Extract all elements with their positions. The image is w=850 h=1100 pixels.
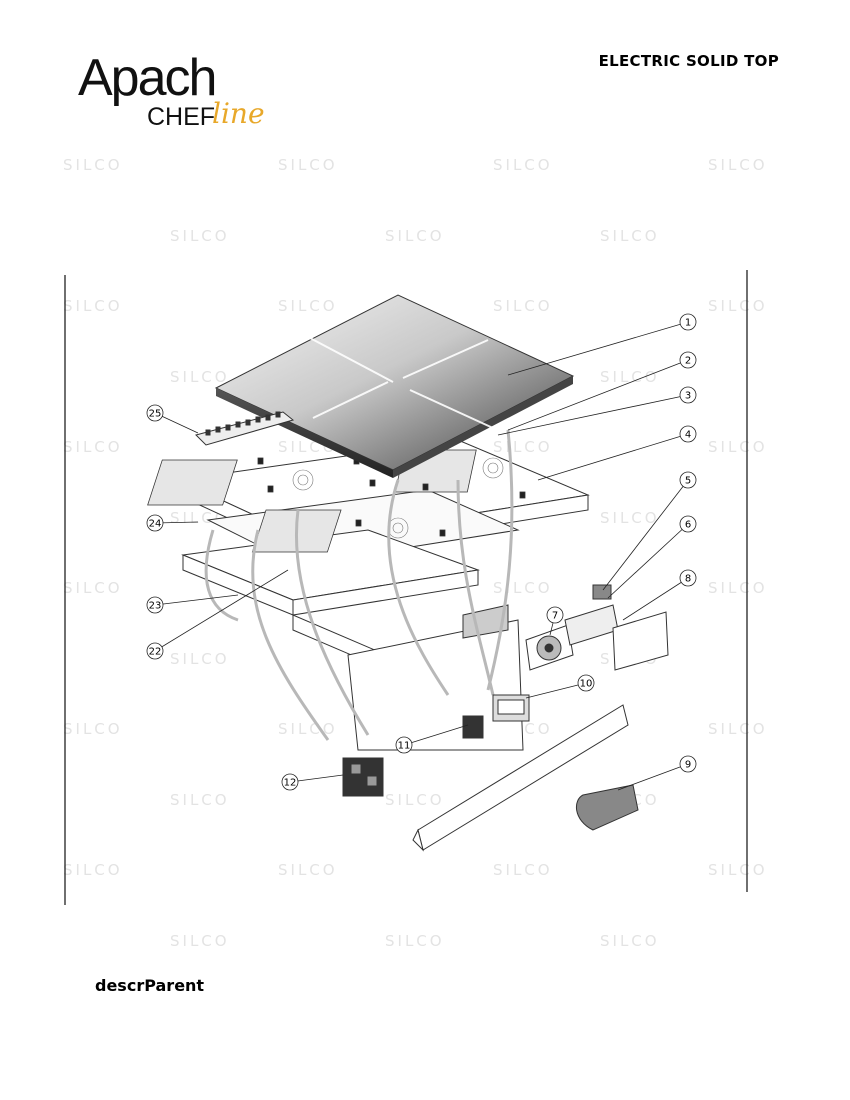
watermark-text: SILCO	[170, 367, 230, 386]
callout-leader-line	[154, 594, 239, 606]
watermark-text: SILCO	[63, 438, 123, 456]
callout-bubble	[281, 773, 299, 791]
callout-leader-line	[525, 682, 587, 699]
page-title: ELECTRIC SOLID TOP	[598, 52, 779, 70]
watermark-text: SILCO	[63, 297, 123, 315]
callout-bubble	[679, 515, 697, 533]
watermark-text: SILCO	[63, 861, 123, 879]
callout-number: 3	[685, 391, 691, 402]
watermark-text: SILCO	[600, 226, 660, 245]
callout-number: 5	[685, 476, 691, 487]
watermark-text: SILCO	[708, 861, 768, 879]
watermark-text: SILCO	[278, 720, 338, 738]
logo-sub-script: line	[212, 97, 265, 130]
watermark-text: SILCO	[278, 861, 338, 879]
brand-logo: Apach CHEF line	[78, 52, 278, 142]
watermark-text: SILCO	[493, 297, 553, 315]
callout-bubble	[146, 404, 164, 422]
callout-number: 23	[149, 601, 162, 612]
callout-number: 9	[685, 760, 691, 771]
callout-bubble	[146, 514, 164, 532]
watermark-text: SILCO	[278, 156, 338, 174]
watermark-text: SILCO	[708, 438, 768, 456]
callout-number: 12	[284, 778, 297, 789]
callout-leader-line	[507, 321, 689, 376]
callout-bubble	[679, 755, 697, 773]
watermark-text: SILCO	[708, 297, 768, 315]
watermark-text: SILCO	[708, 720, 768, 738]
callout-leader-line	[617, 763, 689, 791]
watermark-text: SILCO	[63, 579, 123, 597]
callout-number: 2	[685, 356, 691, 367]
callout-leader-line	[154, 569, 289, 652]
callout-leader-line	[622, 577, 689, 621]
callout-bubble	[679, 471, 697, 489]
watermark-text: SILCO	[600, 931, 660, 950]
callout-bubble	[146, 642, 164, 660]
callout-bubble	[679, 313, 697, 331]
watermark-text: SILCO	[708, 156, 768, 174]
callout-number: 8	[685, 574, 691, 585]
watermark-text: SILCO	[600, 508, 660, 527]
callout-bubble	[577, 674, 595, 692]
callout-leader-line	[607, 523, 689, 599]
watermark-text: SILCO	[170, 790, 230, 809]
description-parent-label: descrParent	[95, 976, 205, 995]
callout-bubble	[679, 569, 697, 587]
watermark-text: SILCO	[385, 226, 445, 245]
callout-number: 6	[685, 520, 691, 531]
watermark-text: SILCO	[708, 579, 768, 597]
watermark-text: SILCO	[170, 226, 230, 245]
callout-leader-line	[497, 394, 689, 436]
callout-number: 4	[685, 430, 691, 441]
watermark-text: SILCO	[63, 156, 123, 174]
watermark-text: SILCO	[493, 156, 553, 174]
callout-bubble	[395, 736, 413, 754]
watermark-text: SILCO	[63, 720, 123, 738]
watermark-text: SILCO	[170, 649, 230, 668]
callout-bubble	[679, 351, 697, 369]
callout-number: 7	[552, 611, 558, 622]
logo-sub-prefix: CHEF	[147, 103, 216, 131]
watermark-text: SILCO	[493, 438, 553, 456]
callout-leader-line	[507, 359, 689, 431]
watermark-text: SILCO	[278, 297, 338, 315]
callout-number: 24	[149, 519, 162, 530]
callout-bubble	[146, 596, 164, 614]
callout-bubble	[546, 606, 564, 624]
callout-number: 11	[398, 741, 411, 752]
logo-wordmark: Apach	[78, 49, 217, 107]
watermark-text: SILCO	[600, 367, 660, 386]
callout-leader-line	[403, 724, 469, 746]
callout-leader-line	[537, 433, 689, 481]
callout-bubble	[679, 386, 697, 404]
exploded-parts-diagram: SILCO SILCO SILCO SILCO SILCO SILCO SILCO SILCO…	[38, 150, 774, 970]
watermark-text: SILCO	[385, 931, 445, 950]
callout-number: 10	[580, 679, 593, 690]
watermark-text: SILCO	[493, 861, 553, 879]
callout-bubble	[679, 425, 697, 443]
callout-number: 22	[149, 647, 162, 658]
watermark-text: SILCO	[385, 790, 445, 809]
callout-number: 25	[149, 409, 162, 420]
callout-leader-line	[602, 479, 689, 591]
callout-leader-line	[289, 774, 344, 783]
callout-number: 1	[685, 318, 691, 329]
watermark-text: SILCO	[170, 931, 230, 950]
